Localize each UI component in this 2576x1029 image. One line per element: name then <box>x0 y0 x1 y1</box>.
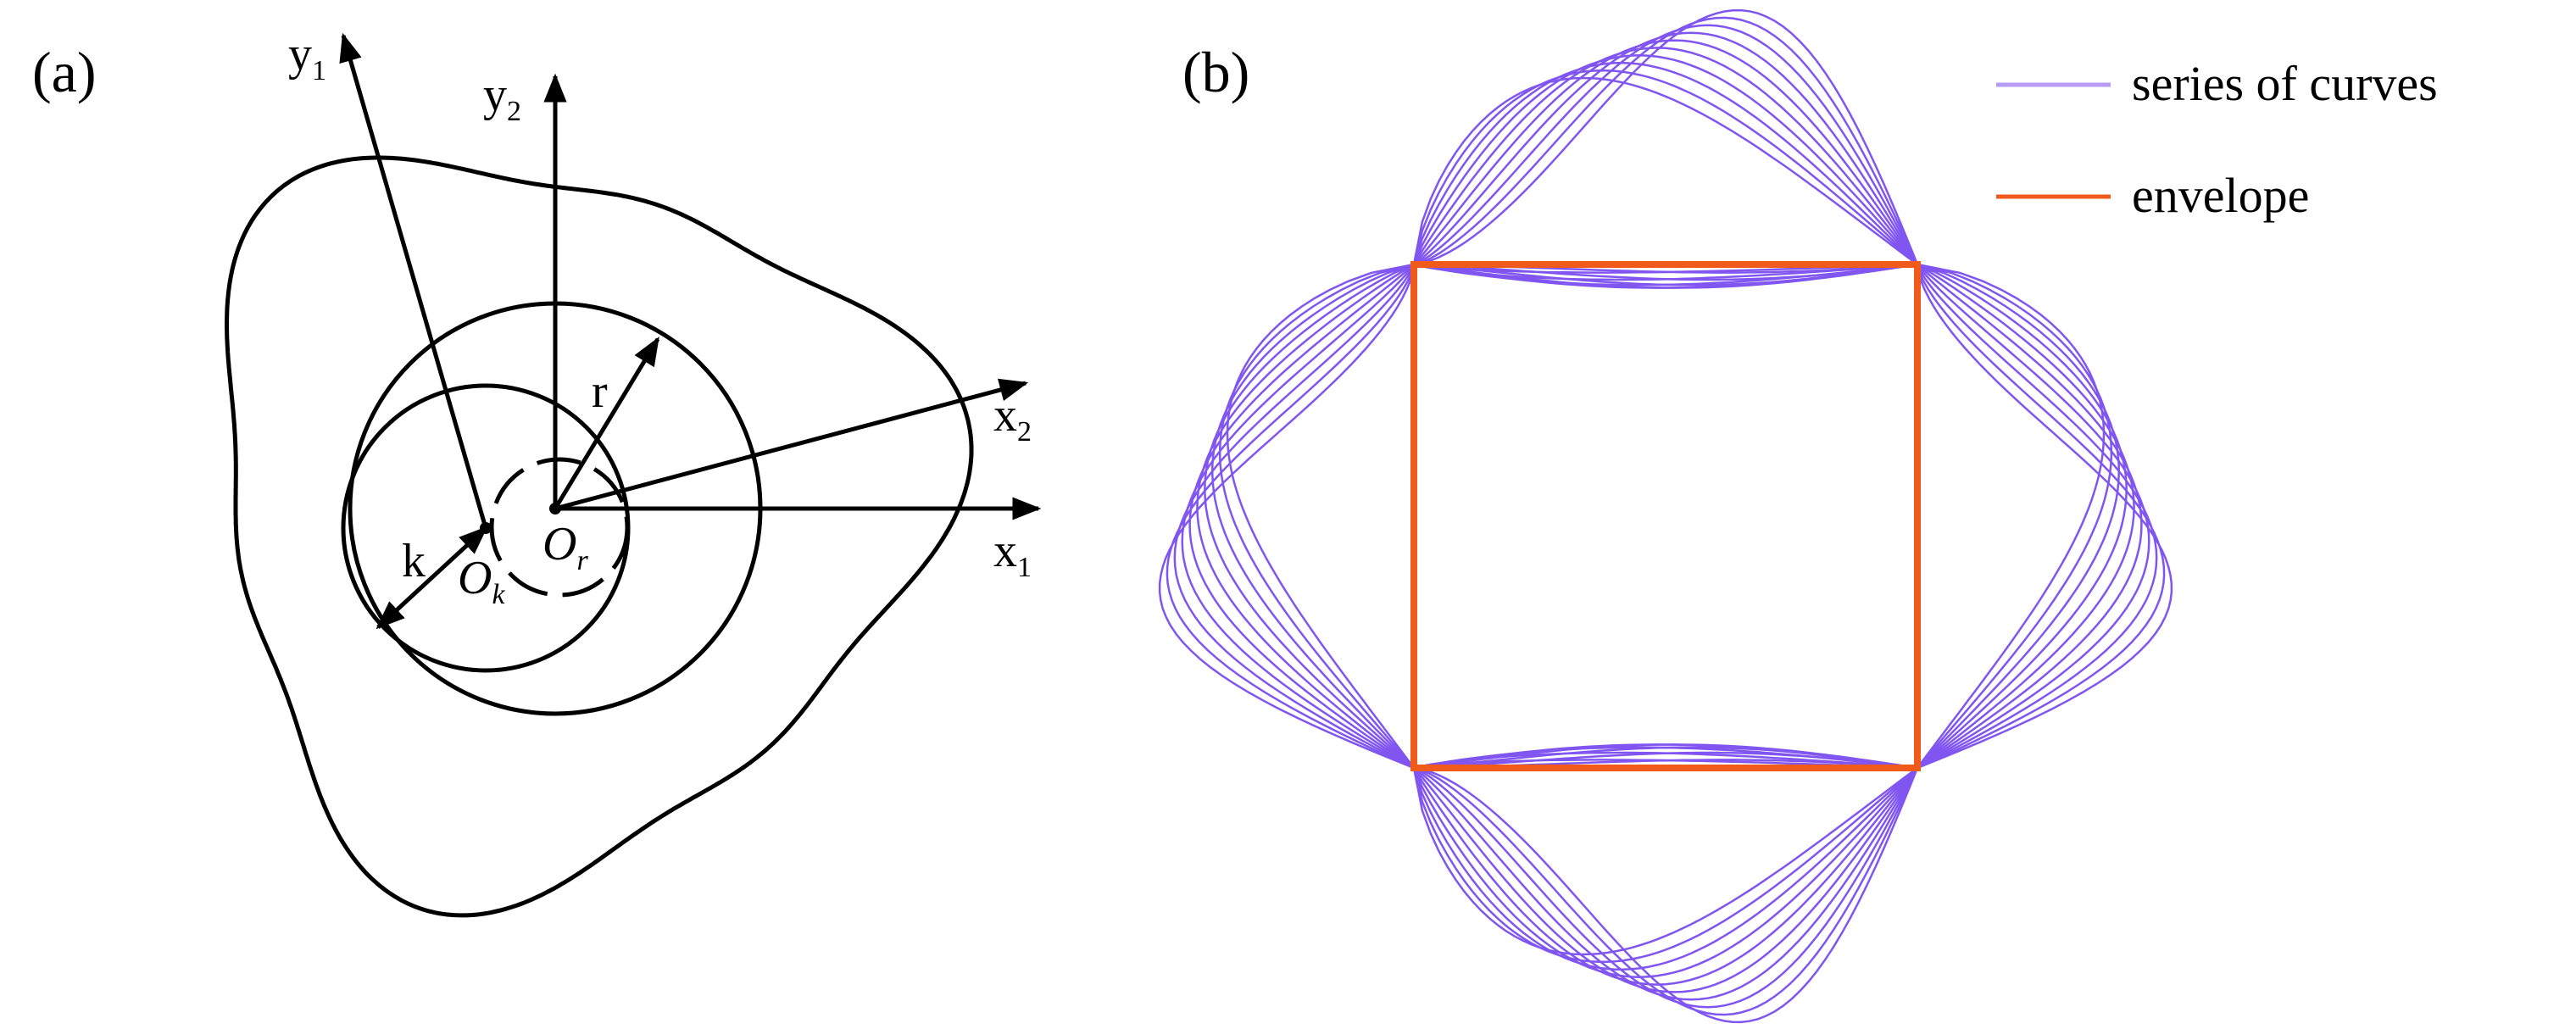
radius-r-arrow <box>553 337 660 510</box>
label-y2: y2 <box>483 69 521 127</box>
curve-bottom-inner <box>1413 746 1918 770</box>
curve-right <box>1916 264 2173 770</box>
curve-top <box>1412 69 1918 265</box>
curve-left <box>1211 263 1415 769</box>
legend-label-envelope: envelope <box>2132 168 2309 223</box>
origin-r-dot <box>549 503 561 514</box>
label-x2: x2 <box>993 389 1032 448</box>
curve-bottom <box>1413 766 1919 1024</box>
curve-top <box>1413 39 1919 265</box>
curve-top <box>1413 8 1919 266</box>
curve-right <box>1916 264 2166 770</box>
curve-bottom <box>1412 767 1918 971</box>
panel-b-label: (b) <box>1182 40 1249 104</box>
envelope-square <box>1410 261 1921 771</box>
legend: series of curves envelope <box>1996 56 2438 223</box>
curve-right <box>1917 264 2143 770</box>
panel-a: (a) y1 y2 x2 x1 r k Ok Or <box>32 28 1042 918</box>
curve-left <box>1158 264 1416 770</box>
curve-top <box>1412 76 1918 266</box>
label-origin-r: Or <box>542 518 588 576</box>
eccentric-dashed-circle <box>489 457 630 598</box>
curve-left <box>1188 264 1415 770</box>
curve-right <box>1916 264 2158 770</box>
curve-top <box>1413 31 1919 266</box>
panel-b: (b) series of curves envelope <box>1158 8 2438 1024</box>
curve-right <box>1917 263 2120 769</box>
curve-right <box>1917 263 2113 769</box>
curve-left <box>1173 264 1416 770</box>
curve-bottom <box>1412 767 1918 978</box>
curve-left <box>1181 264 1416 770</box>
panel-a-label: (a) <box>32 40 96 104</box>
curve-bottom <box>1413 766 1919 1009</box>
label-k: k <box>402 535 426 587</box>
curve-bottom <box>1412 766 1918 956</box>
curve-top <box>1412 54 1918 265</box>
cam-outline <box>225 155 974 918</box>
curve-bottom <box>1412 767 1918 986</box>
curve-top <box>1412 62 1918 265</box>
curve-bottom-inner <box>1413 751 1918 770</box>
origin-k-dot <box>480 522 492 534</box>
curve-bottom <box>1413 767 1919 993</box>
curve-left <box>1204 263 1415 769</box>
curve-left <box>1166 264 1416 770</box>
axis-y1 <box>339 32 488 529</box>
curve-right <box>1916 263 2106 769</box>
label-r: r <box>592 365 608 418</box>
axis-x2 <box>554 378 1029 511</box>
curve-top-inner <box>1413 263 1918 281</box>
curve-bottom <box>1413 766 1919 1016</box>
curve-top <box>1413 16 1919 266</box>
curve-bottom <box>1413 766 1919 1001</box>
curve-right <box>1917 263 2135 769</box>
curve-family <box>1158 8 2173 1024</box>
curve-left <box>1226 263 1416 769</box>
curve-left <box>1196 263 1415 769</box>
curve-top-inner <box>1413 263 1918 286</box>
label-origin-k: Ok <box>458 552 505 610</box>
legend-label-curves: series of curves <box>2132 56 2438 111</box>
curve-top <box>1412 47 1918 265</box>
curve-left <box>1218 263 1415 769</box>
curve-right <box>1917 263 2128 769</box>
label-x1: x1 <box>993 525 1032 583</box>
radius-k-arrow <box>376 526 488 630</box>
label-y1: y1 <box>288 28 326 86</box>
curve-top <box>1413 24 1919 266</box>
curve-right <box>1916 264 2150 770</box>
curve-bottom <box>1412 767 1918 964</box>
